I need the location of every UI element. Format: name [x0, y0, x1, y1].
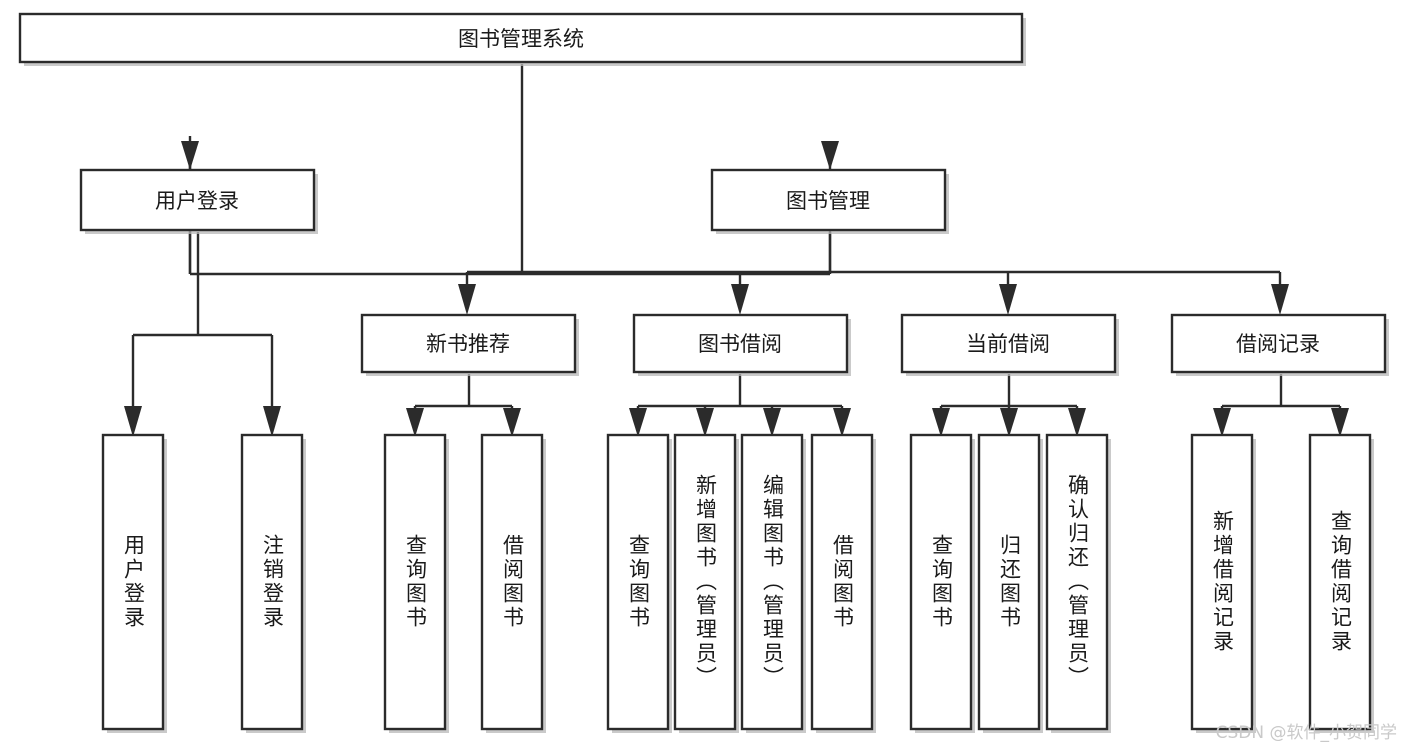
arrowhead-book-borrow	[731, 284, 749, 315]
arrowhead-leaf-user-login	[124, 406, 142, 437]
book-borrow-label: 图书借阅	[698, 332, 782, 356]
arrowhead-leaf-query-book-2	[629, 408, 647, 437]
arrowhead-borrow-record	[1271, 284, 1289, 315]
leaf-borrow-book-2-rect[interactable]	[810, 433, 874, 731]
current-borrow-label: 当前借阅	[966, 332, 1050, 356]
arrowhead-current-borrow	[999, 284, 1017, 315]
arrowhead-leaf-query-borrow-record	[1331, 408, 1349, 437]
node-book-management[interactable]: 图书管理	[710, 168, 949, 234]
new-book-recommend-label: 新书推荐	[426, 332, 510, 356]
node-book-borrow[interactable]: 图书借阅	[632, 313, 851, 376]
node-user-login[interactable]: 用户登录	[79, 168, 318, 234]
arrowhead-leaf-borrow-book-1	[503, 408, 521, 437]
book-management-label: 图书管理	[786, 189, 870, 213]
node-current-borrow[interactable]: 当前借阅	[900, 313, 1119, 376]
arrowhead-new-book-recommend	[458, 284, 476, 315]
arrowhead-leaf-query-book-3	[932, 408, 950, 437]
arrowhead-leaf-add-borrow-record	[1213, 408, 1231, 437]
leaf-logout-login-rect[interactable]	[240, 433, 304, 731]
node-new-book-recommend[interactable]: 新书推荐	[360, 313, 579, 376]
leaf-add-borrow-record-rect[interactable]	[1190, 433, 1254, 731]
leaf-borrow-book-1-rect[interactable]	[480, 433, 544, 731]
arrowhead-user-login	[181, 141, 199, 170]
user-login-rect	[79, 168, 316, 232]
borrow-record-label: 借阅记录	[1236, 332, 1320, 356]
leaf-confirm-return-admin-rect[interactable]	[1045, 433, 1109, 731]
root-rect	[18, 12, 1024, 64]
book-management-rect	[710, 168, 947, 232]
new-book-recommend-rect	[360, 313, 577, 374]
current-borrow-rect	[900, 313, 1117, 374]
arrowhead-leaf-query-book-1	[406, 408, 424, 437]
leaf-add-book-admin-rect[interactable]	[673, 433, 737, 731]
arrowhead-leaf-add-book-admin	[696, 408, 714, 437]
leaf-return-book-rect[interactable]	[977, 433, 1041, 731]
arrowhead-leaf-borrow-book-2	[833, 408, 851, 437]
arrowhead-leaf-return-book	[1000, 408, 1018, 437]
node-borrow-record[interactable]: 借阅记录	[1170, 313, 1389, 376]
user-login-label: 用户登录	[155, 189, 239, 213]
leaf-query-book-2-rect[interactable]	[606, 433, 670, 731]
leaf-user-login-rect[interactable]	[101, 433, 165, 731]
book-borrow-rect	[632, 313, 849, 374]
leaf-query-borrow-record-rect[interactable]	[1308, 433, 1372, 731]
borrow-record-rect	[1170, 313, 1387, 374]
root-label: 图书管理系统	[458, 27, 584, 51]
leaf-query-book-1-rect[interactable]	[383, 433, 447, 731]
arrowhead-leaf-edit-book-admin	[763, 408, 781, 437]
arrowhead-leaf-confirm-return-admin	[1068, 408, 1086, 437]
node-root[interactable]: 图书管理系统	[18, 12, 1026, 66]
node-layer: 图书管理系统 用户登录 图书管理 新书推荐	[18, 12, 1389, 733]
leaf-box-layer	[101, 433, 1374, 733]
leaf-edit-book-admin-rect[interactable]	[740, 433, 804, 731]
arrowhead-leaf-logout-login	[263, 406, 281, 437]
arrowhead-book-management	[821, 141, 839, 170]
leaf-query-book-3-rect[interactable]	[909, 433, 973, 731]
edge-layer	[124, 64, 1349, 437]
